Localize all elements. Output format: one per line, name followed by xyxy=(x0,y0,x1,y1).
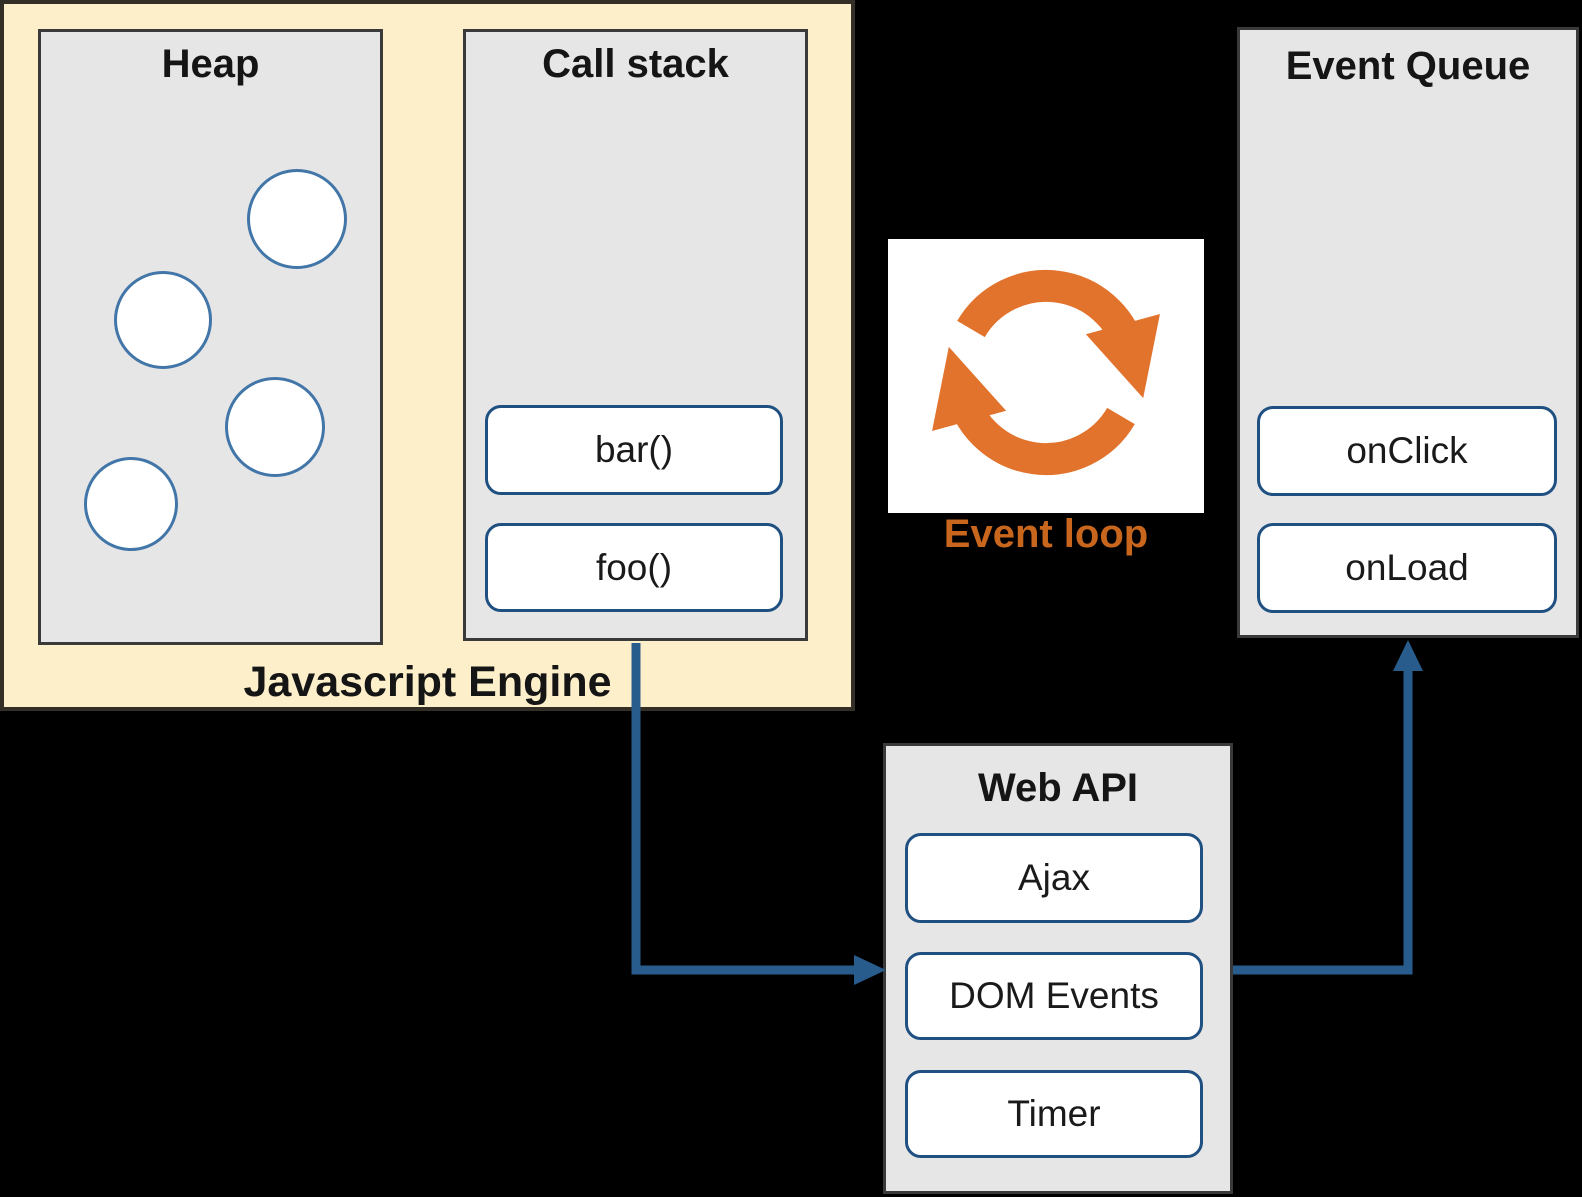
heap-title: Heap xyxy=(161,42,260,86)
event-loop-label: Event loop xyxy=(943,512,1149,556)
event-loop-refresh-arrows-icon xyxy=(932,269,1160,476)
stack-frame-foo: foo() xyxy=(485,523,783,612)
api-item-ajax: Ajax xyxy=(905,833,1203,923)
heap-object-circle xyxy=(114,271,212,369)
call-stack-title: Call stack xyxy=(542,42,729,86)
stack-frame-bar: bar() xyxy=(485,405,783,495)
event-loop-icon-box xyxy=(888,239,1204,513)
event-queue-title: Event Queue xyxy=(1285,44,1531,88)
queue-item-onclick: onClick xyxy=(1257,406,1557,496)
web-api-title: Web API xyxy=(977,766,1139,810)
api-item-dom-events: DOM Events xyxy=(905,952,1203,1040)
api-item-timer: Timer xyxy=(905,1070,1203,1158)
heap-object-circle xyxy=(225,377,325,477)
heap-panel: Heap xyxy=(38,29,383,645)
heap-object-circle xyxy=(247,169,347,269)
webapi-to-eventqueue-arrow xyxy=(1233,640,1423,975)
queue-item-onload: onLoad xyxy=(1257,523,1557,613)
heap-object-circle xyxy=(84,457,178,551)
javascript-engine-label: Javascript Engine xyxy=(243,658,612,706)
